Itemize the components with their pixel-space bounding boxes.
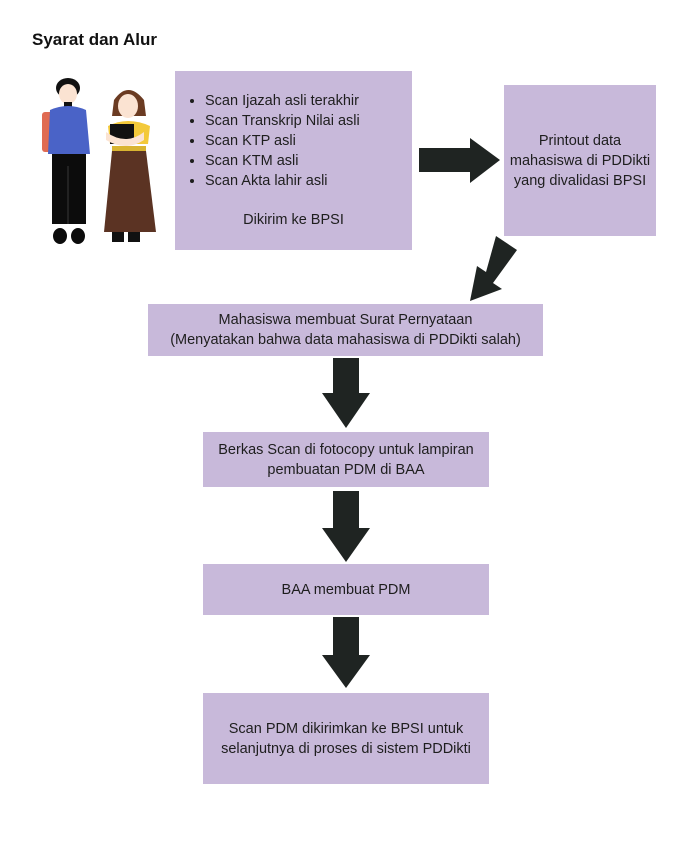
baa-step-text: BAA membuat PDM <box>281 581 411 598</box>
requirement-item: Scan KTP asli <box>205 131 360 151</box>
arrow-down-icon <box>322 358 370 428</box>
berkas-fotocopy-step-box: Berkas Scan di fotocopy untuk lampiran p… <box>203 432 489 487</box>
baa-pdm-step-box: BAA membuat PDM <box>203 564 489 615</box>
printout-step-box: Printout data mahasiswa di PDDikti yang … <box>504 85 656 236</box>
arrow-right-icon <box>419 138 500 183</box>
surat-step-line2: (Menyatakan bahwa data mahasiswa di PDDi… <box>170 332 521 348</box>
male-student-figure <box>42 78 90 244</box>
arrow-down-icon <box>322 491 370 562</box>
page-title: Syarat dan Alur <box>32 30 158 49</box>
students-illustration <box>42 78 156 244</box>
requirement-item: Scan Ijazah asli terakhir <box>205 91 360 111</box>
surat-step-line1: Mahasiswa membuat Surat Pernyataan <box>218 312 473 328</box>
arrow-down-icon <box>322 617 370 688</box>
scan-pdm-step-box: Scan PDM dikirimkan ke BPSI untuk selanj… <box>203 693 489 784</box>
surat-pernyataan-step-box: Mahasiswa membuat Surat Pernyataan (Meny… <box>148 304 543 356</box>
arrow-down-left-icon <box>470 236 517 301</box>
requirement-item: Scan Akta lahir asli <box>205 171 360 191</box>
printout-step-text: Printout data mahasiswa di PDDikti yang … <box>509 132 651 189</box>
female-student-figure <box>104 90 156 242</box>
requirements-list: Scan Ijazah asli terakhir Scan Transkrip… <box>175 91 360 191</box>
requirement-item: Scan KTM asli <box>205 151 360 171</box>
scan-pdm-step-text: Scan PDM dikirimkan ke BPSI untuk selanj… <box>221 720 471 757</box>
requirements-box: Scan Ijazah asli terakhir Scan Transkrip… <box>175 71 412 250</box>
sent-to-bpsi-label: Dikirim ke BPSI <box>243 212 344 228</box>
requirement-item: Scan Transkrip Nilai asli <box>205 111 360 131</box>
berkas-step-text: Berkas Scan di fotocopy untuk lampiran p… <box>218 441 474 478</box>
